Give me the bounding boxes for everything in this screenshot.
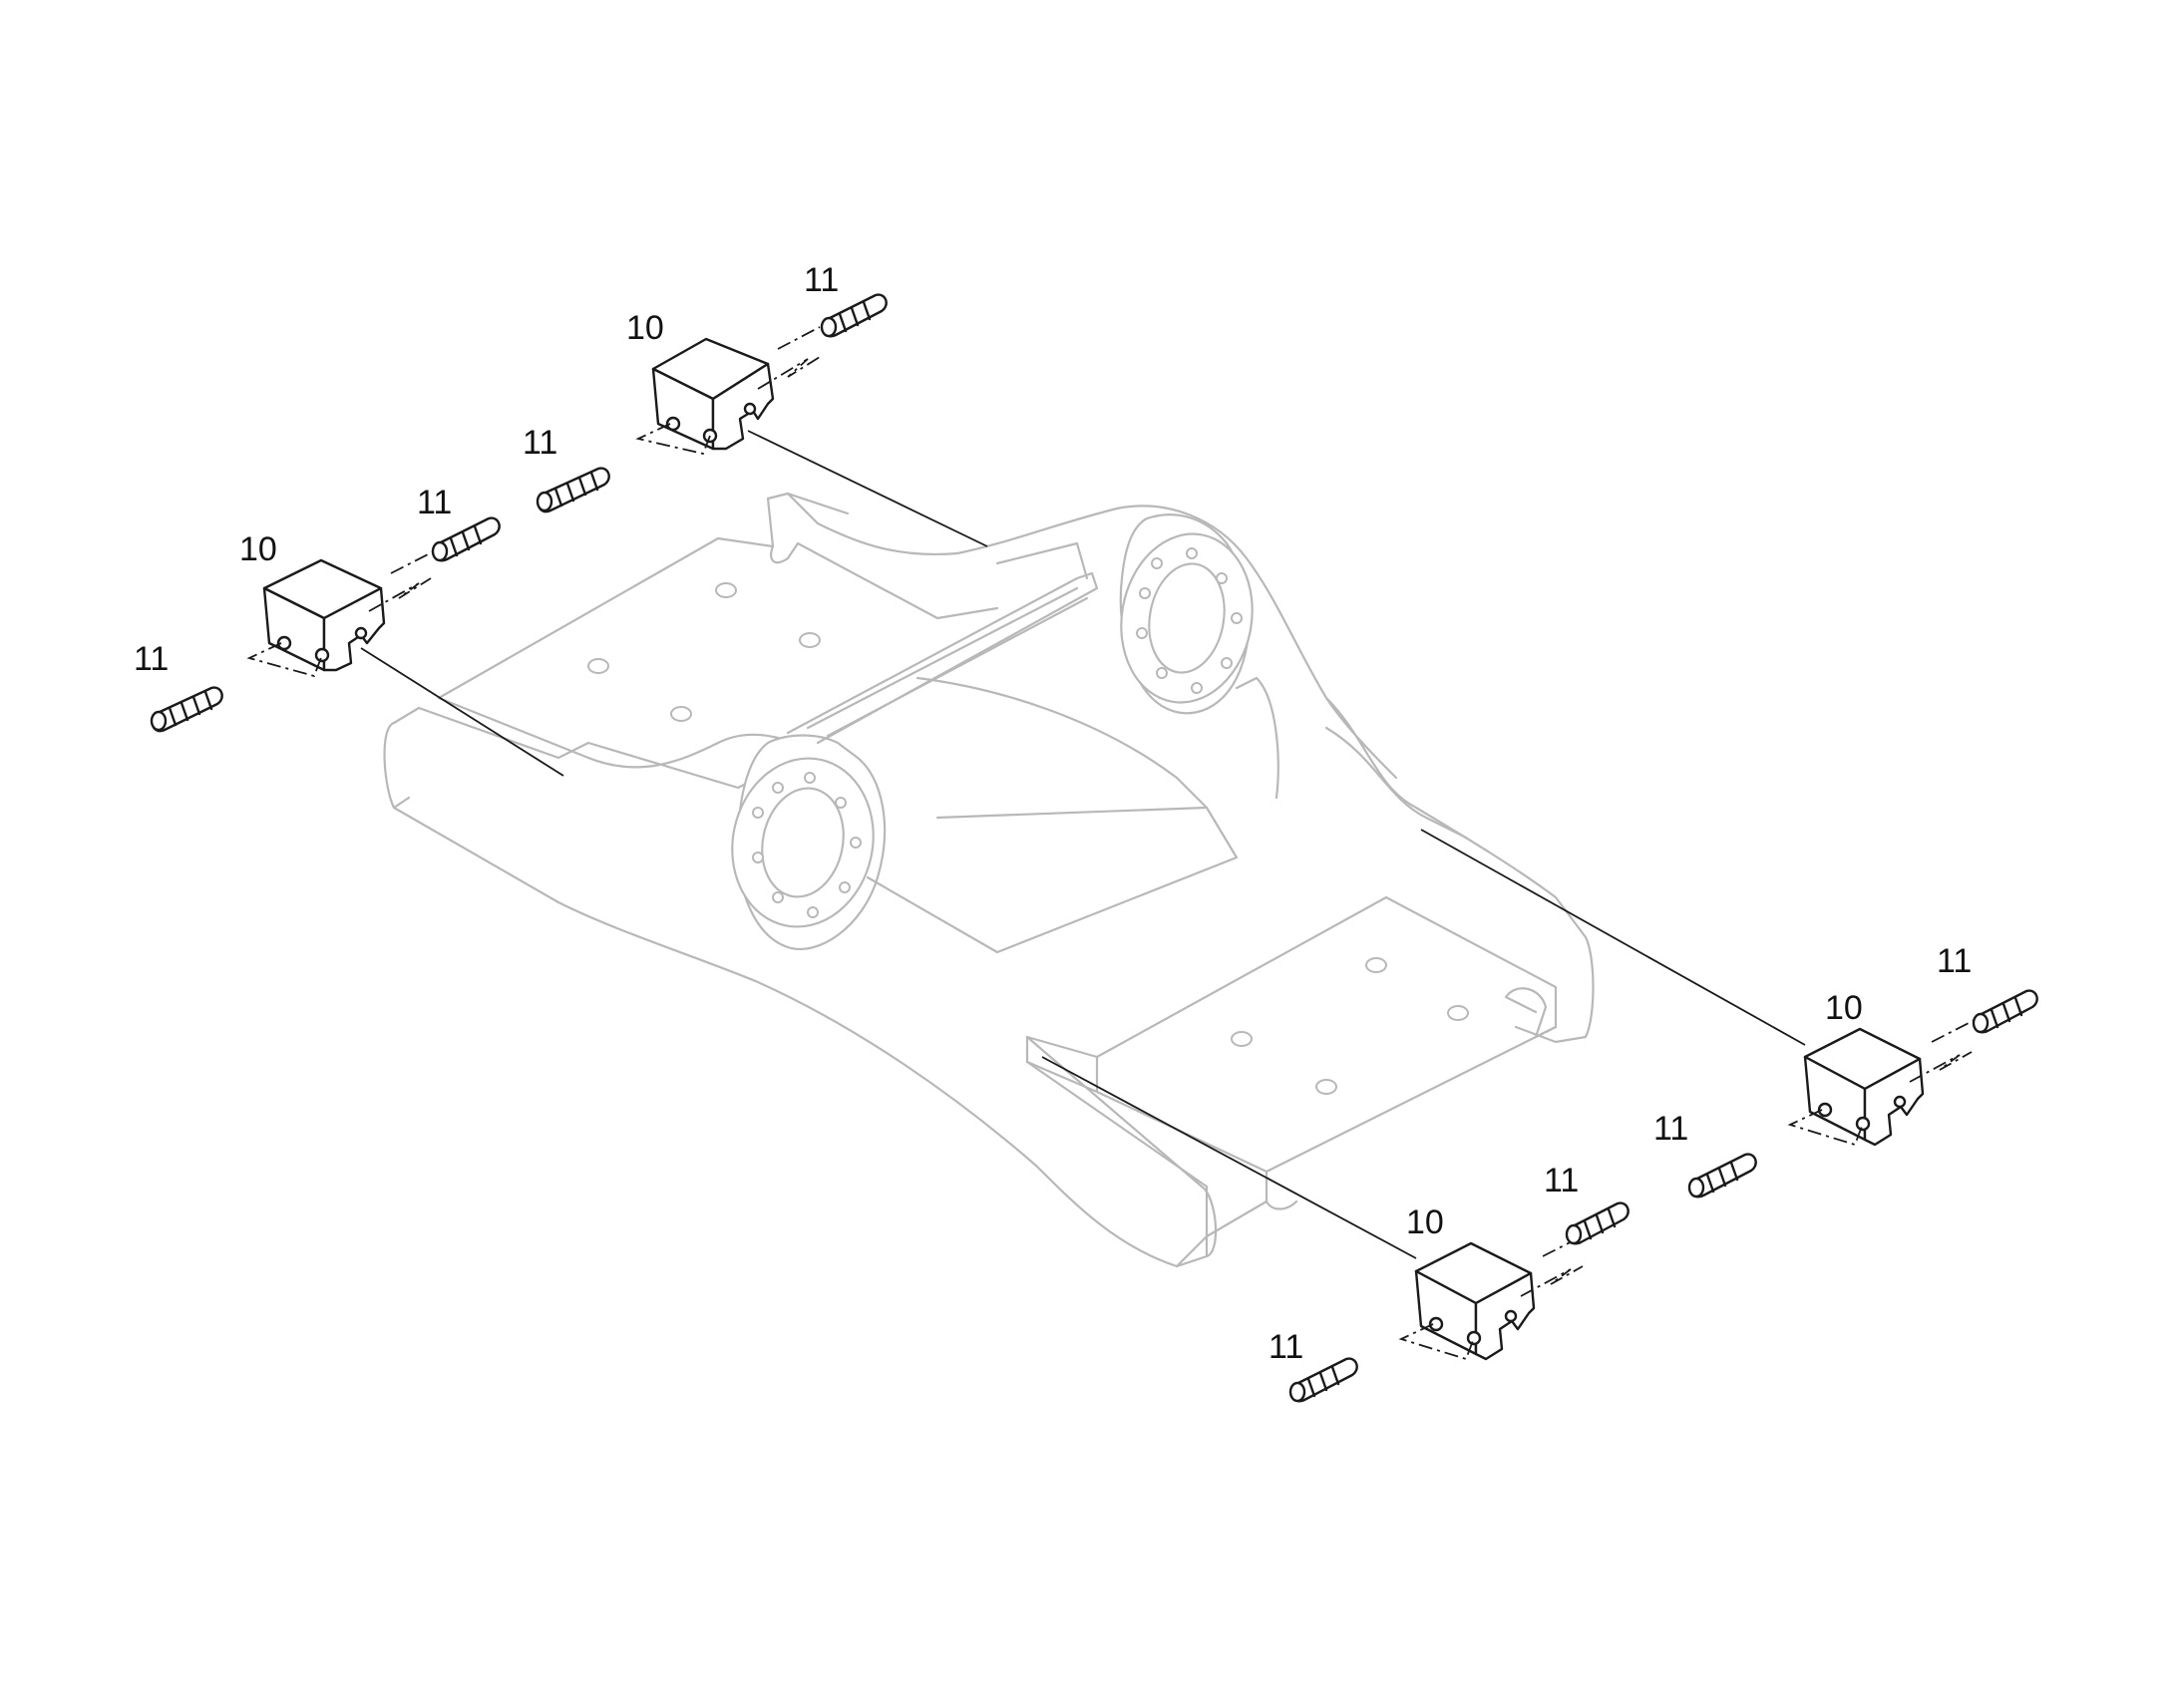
callout-11-top-left: 11	[523, 424, 557, 462]
callout-10-bottom: 10	[1406, 1203, 1444, 1241]
callout-11-top-right: 11	[804, 261, 839, 299]
callout-10-top: 10	[626, 309, 664, 347]
callout-11-left-left: 11	[134, 640, 169, 678]
pad-assembly-left	[150, 516, 501, 733]
pin-11-top-left	[536, 467, 610, 513]
leader-lines	[360, 430, 1806, 1259]
pin-11-bottom-right	[1565, 1201, 1630, 1245]
pin-11-bottom-left	[1288, 1357, 1358, 1403]
pad-assembly-bottom	[1288, 1201, 1630, 1403]
pad-10	[651, 337, 775, 451]
pad-10	[1414, 1241, 1536, 1361]
pad-10	[262, 558, 386, 672]
pad-10	[1803, 1027, 1925, 1147]
callout-11-right-right: 11	[1937, 942, 1972, 980]
callout-11-bottom-left: 11	[1269, 1328, 1303, 1366]
callout-labels: 10 11 11 10 11 11 10 11 11 10 11 11	[134, 261, 1972, 1366]
callout-11-bottom-right: 11	[1544, 1162, 1579, 1199]
callout-10-right: 10	[1825, 989, 1863, 1027]
pin-11-left-right	[431, 516, 501, 562]
pad-assembly-right	[1687, 989, 2038, 1198]
left-boss-bolt-holes	[752, 772, 862, 918]
pin-11-right-left	[1687, 1153, 1757, 1198]
pin-11-left-left	[150, 686, 223, 733]
callout-11-right-left: 11	[1653, 1110, 1688, 1148]
callout-11-left-right: 11	[417, 484, 452, 521]
callout-10-left: 10	[239, 530, 277, 568]
pin-11-top-right	[820, 293, 888, 338]
right-boss-bolt-holes	[1136, 547, 1243, 694]
pin-11-right-right	[1972, 989, 2038, 1034]
main-frame	[383, 492, 1595, 1268]
pad-assembly-top	[536, 293, 888, 513]
